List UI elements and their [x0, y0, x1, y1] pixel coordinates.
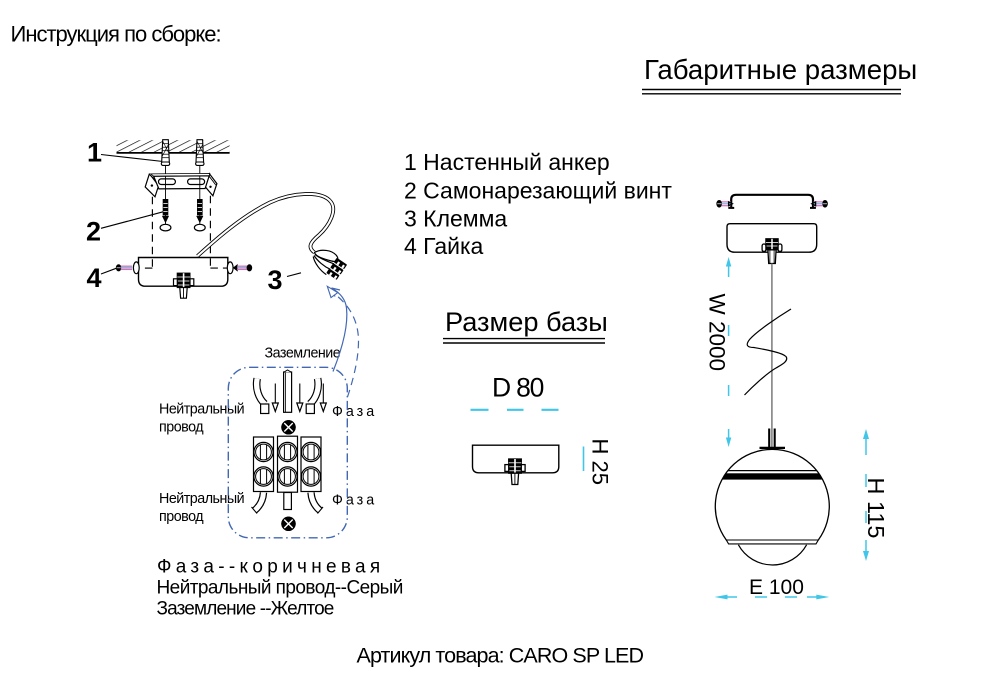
- svg-text:H 115: H 115: [863, 478, 889, 539]
- svg-text:Заземление --Желтое: Заземление --Желтое: [157, 599, 334, 620]
- svg-text:Нейтральный провод--Серый: Нейтральный провод--Серый: [157, 578, 403, 599]
- svg-text:Фаза: Фаза: [332, 493, 377, 509]
- svg-text:1: 1: [87, 137, 102, 167]
- svg-text:E 100: E 100: [749, 576, 804, 599]
- svg-text:4: 4: [87, 263, 102, 293]
- svg-text:3: 3: [268, 265, 283, 295]
- svg-text:Нейтральный: Нейтральный: [159, 402, 244, 418]
- svg-text:провод: провод: [159, 509, 204, 525]
- svg-text:H 25: H 25: [588, 439, 613, 485]
- svg-text:Фаза: Фаза: [332, 404, 377, 420]
- svg-text:Габаритные размеры: Габаритные размеры: [644, 54, 917, 85]
- svg-text:Инструкция по сборке:: Инструкция по сборке:: [11, 22, 221, 47]
- svg-text:2: 2: [86, 216, 101, 246]
- svg-text:2 Самонарезающий винт: 2 Самонарезающий винт: [404, 178, 672, 204]
- svg-text:Заземление: Заземление: [265, 346, 341, 362]
- svg-text:D 80: D 80: [492, 373, 544, 403]
- svg-text:Артикул товара: CARO SP LED: Артикул товара: CARO SP LED: [357, 644, 644, 668]
- svg-text:провод: провод: [159, 420, 204, 436]
- svg-text:Нейтральный: Нейтральный: [159, 491, 244, 507]
- svg-text:Размер базы: Размер базы: [445, 306, 608, 337]
- svg-text:3 Клемма: 3 Клемма: [404, 206, 507, 232]
- svg-text:4 Гайка: 4 Гайка: [404, 233, 484, 259]
- svg-text:1 Настенный анкер: 1 Настенный анкер: [404, 149, 610, 175]
- svg-text:Фаза--коричневая: Фаза--коричневая: [157, 557, 385, 578]
- svg-text:W 2000: W 2000: [705, 294, 730, 372]
